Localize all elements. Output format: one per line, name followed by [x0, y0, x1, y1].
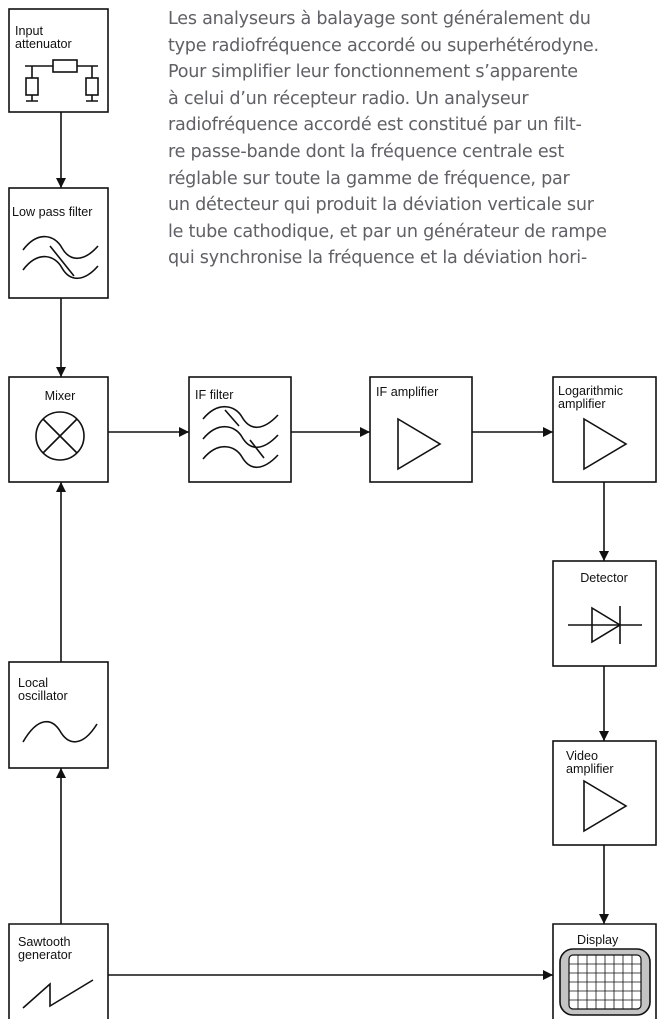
block-label: Sawtooth: [18, 935, 71, 949]
if-amplifier-block: IF amplifier: [369, 376, 473, 483]
display-block: Display: [552, 923, 657, 1019]
amplifier-triangle-icon: [583, 417, 628, 471]
video-amplifier-block: Video amplifier: [552, 740, 657, 846]
paragraph-line: le tube cathodique, et par un générateur…: [168, 221, 607, 242]
paragraph-line: à celui d’un récepteur radio. Un analyse…: [168, 88, 529, 109]
paragraph-line: Les analyseurs à balayage sont généralem…: [168, 9, 591, 29]
sawtooth-generator-block: Sawtooth generator: [8, 923, 109, 1019]
block-label: Detector: [580, 571, 628, 585]
paragraph-line: réglable sur toute la gamme de fréquence…: [168, 168, 570, 189]
block-label: amplifier: [558, 397, 606, 411]
attenuator-network-icon: [25, 59, 99, 102]
logarithmic-amplifier-block: Logarithmic amplifier: [552, 376, 657, 483]
mixer-block: Mixer: [8, 376, 109, 483]
block-label: Input: [15, 24, 44, 38]
local-oscillator-block: Local oscillator: [8, 661, 109, 769]
amplifier-triangle-icon: [397, 417, 442, 471]
paragraph-line: re passe-bande dont la fréquence central…: [168, 141, 564, 162]
filter-waves-icon: [22, 235, 99, 280]
band-pass-filter-icon: [202, 405, 279, 469]
mixer-icon: [35, 411, 85, 461]
block-label: attenuator: [15, 37, 72, 51]
paragraph-line: radiofréquence accordé est constitué par…: [168, 115, 582, 136]
low-pass-filter-block: Low pass filter: [8, 187, 109, 299]
paragraph-line: type radiofréquence accordé ou superhété…: [168, 35, 599, 56]
block-label: amplifier: [566, 762, 614, 776]
block-label: Low pass filter: [12, 205, 93, 219]
block-label: Display: [577, 933, 619, 947]
paragraph-line: un détecteur qui produit la déviation ve…: [168, 195, 594, 216]
block-label: oscillator: [18, 689, 68, 703]
block-label: generator: [18, 948, 72, 962]
if-filter-block: IF filter: [188, 376, 292, 483]
description-paragraph: Les analyseurs à balayage sont généralem…: [168, 6, 658, 272]
input-attenuator-block: Input attenuator: [8, 8, 109, 113]
paragraph-line: Pour simplifier leur fonctionnement s’ap…: [168, 62, 578, 83]
sawtooth-wave-icon: [22, 979, 94, 1009]
amplifier-triangle-icon: [583, 779, 628, 833]
block-label: Local: [18, 676, 48, 690]
block-label: Logarithmic: [558, 384, 623, 398]
block-label: Mixer: [45, 389, 76, 403]
block-label: Video: [566, 749, 598, 763]
paragraph-line: qui synchronise la fréquence et la dévia…: [168, 248, 587, 269]
detector-block: Detector: [552, 560, 657, 667]
display-screen-icon: [559, 948, 651, 1016]
sine-wave-icon: [22, 721, 98, 743]
block-label: IF amplifier: [376, 385, 438, 399]
diode-icon: [568, 606, 642, 644]
block-label: IF filter: [195, 388, 233, 402]
